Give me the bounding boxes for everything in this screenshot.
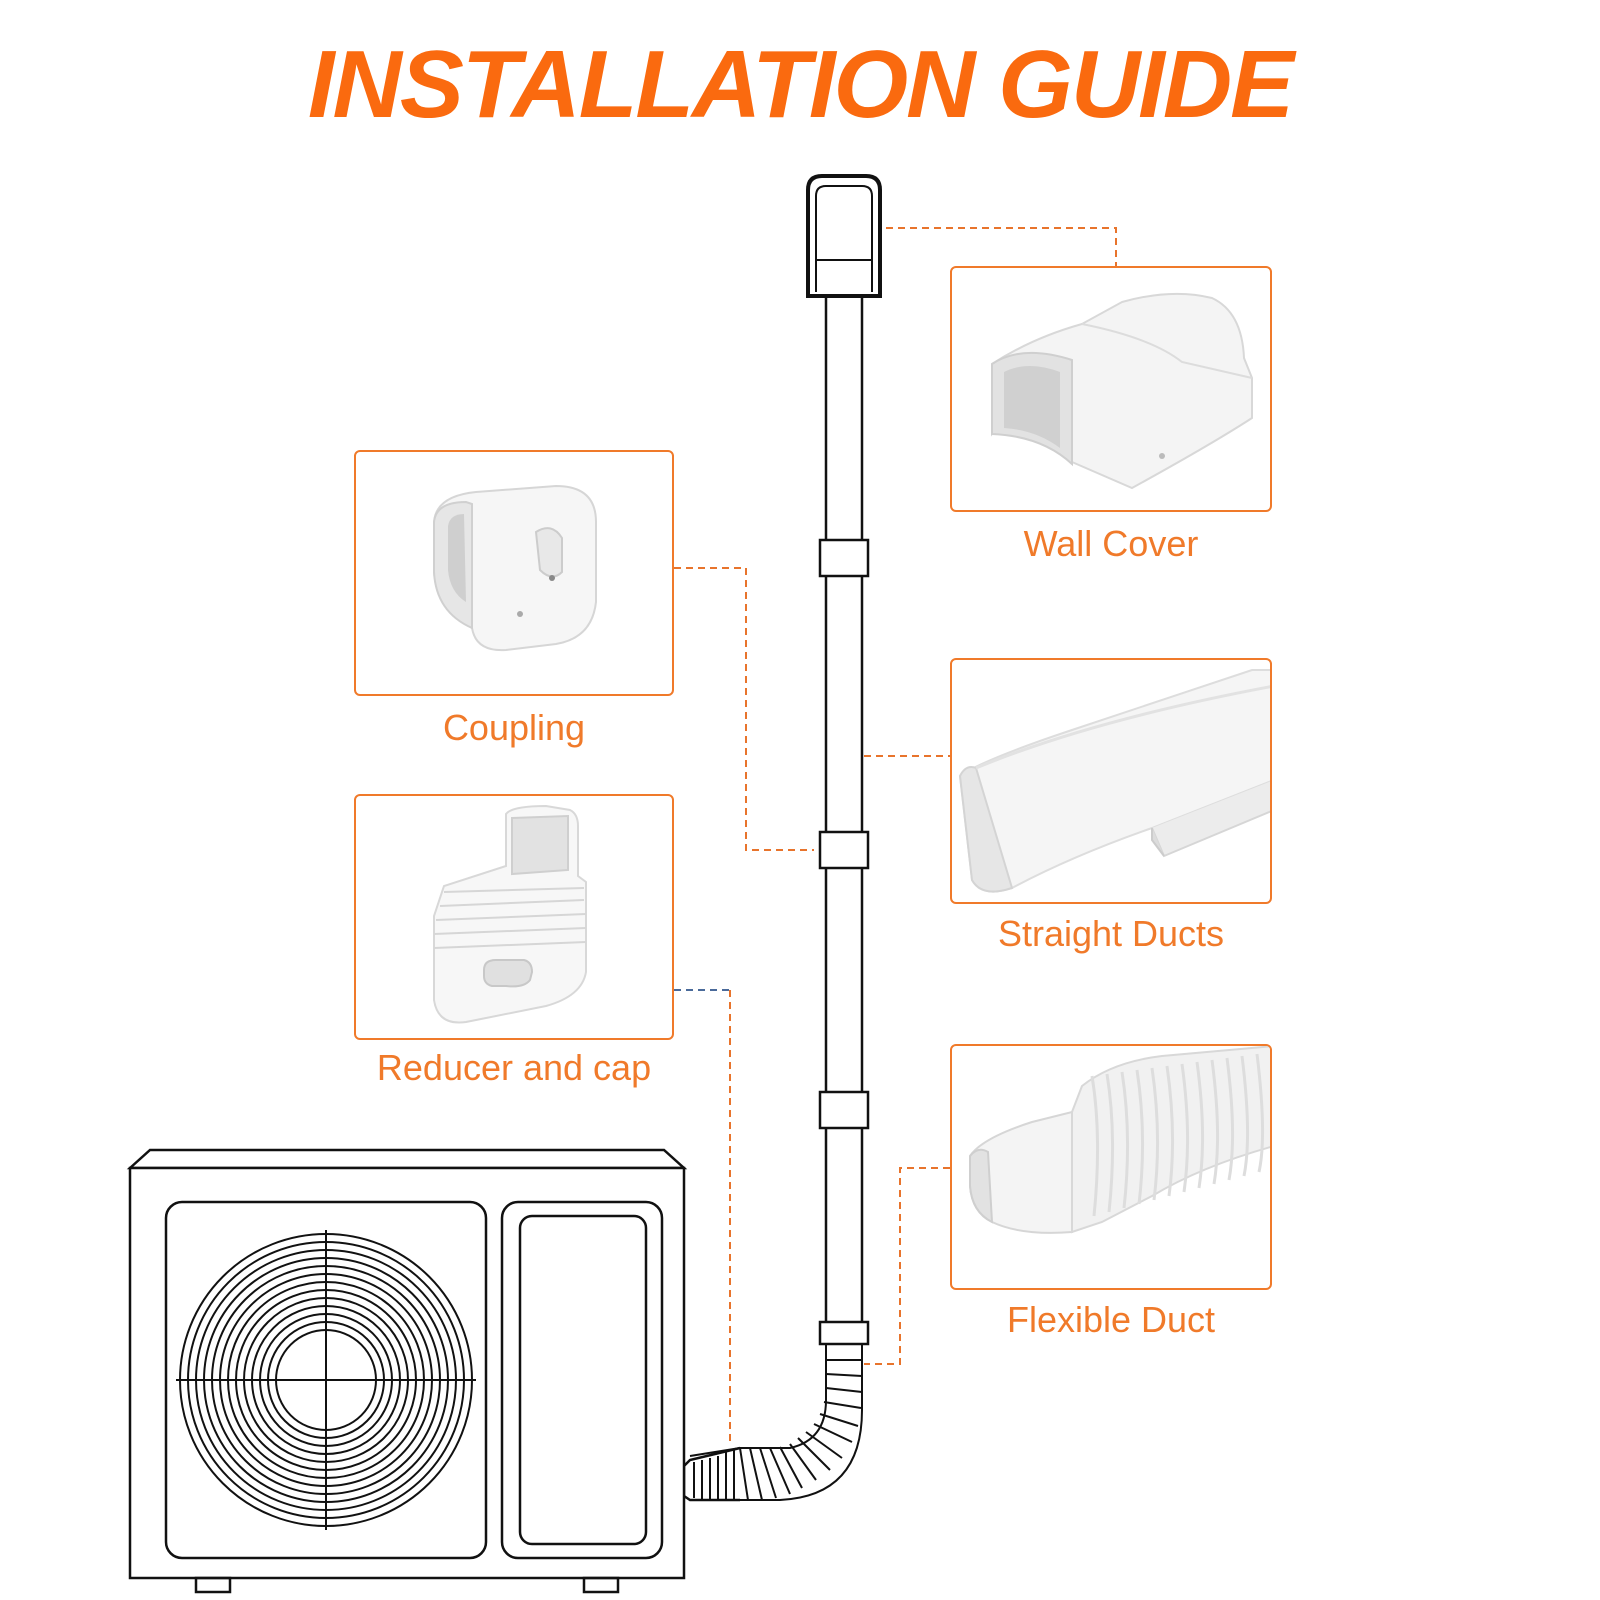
reducer-and-cap-image — [433, 804, 587, 1024]
vertical-duct — [824, 294, 864, 1338]
straight-ducts-box — [950, 658, 1272, 904]
coupling-image — [433, 484, 597, 652]
flex-rib — [1225, 1057, 1235, 1181]
flex-rib — [1255, 1053, 1265, 1173]
page-title: INSTALLATION GUIDE — [307, 31, 1294, 138]
leader-flexible-duct — [864, 1167, 950, 1365]
coupling-joint-3 — [818, 1090, 870, 1130]
fan-panel — [164, 1200, 488, 1560]
reducer-and-cap-box — [354, 794, 674, 1040]
flex-rib — [1165, 1065, 1175, 1197]
straight-ducts-image — [958, 669, 1270, 893]
straight-ducts-label: Straight Ducts — [997, 913, 1225, 954]
flexible-duct-image — [969, 1046, 1270, 1234]
leader-wall-cover — [862, 227, 1117, 266]
flex-rib — [1090, 1075, 1100, 1217]
coupling-box — [354, 450, 674, 696]
flex-joint — [818, 1320, 870, 1346]
flex-rib — [1135, 1069, 1145, 1205]
flex-rib — [1120, 1071, 1130, 1209]
leader-lines — [674, 227, 1117, 1444]
outdoor-ac-unit — [126, 1148, 688, 1594]
coupling-label: Coupling — [442, 707, 586, 748]
reducer-and-cap-label: Reducer and cap — [376, 1047, 652, 1088]
fan-grille — [176, 1230, 476, 1530]
flex-rib — [1240, 1055, 1250, 1177]
flexible-duct-label: Flexible Duct — [1006, 1299, 1216, 1340]
flex-rib — [1210, 1059, 1220, 1185]
wall-cover-box — [950, 266, 1272, 512]
flexible-duct-box — [950, 1044, 1272, 1290]
flex-rib — [1180, 1063, 1190, 1193]
flexible-elbow — [682, 1344, 863, 1502]
coupling-joint-1 — [818, 538, 870, 578]
leader-coupling — [674, 567, 814, 851]
flex-rib — [1150, 1067, 1160, 1201]
wall-cover-image — [991, 292, 1253, 490]
flex-rib — [1105, 1073, 1115, 1213]
side-panel — [500, 1200, 664, 1560]
coupling-joint-2 — [818, 830, 870, 870]
flex-rib — [1195, 1061, 1205, 1189]
duct-run — [806, 174, 882, 1346]
wall-cover-label: Wall Cover — [1023, 523, 1199, 564]
